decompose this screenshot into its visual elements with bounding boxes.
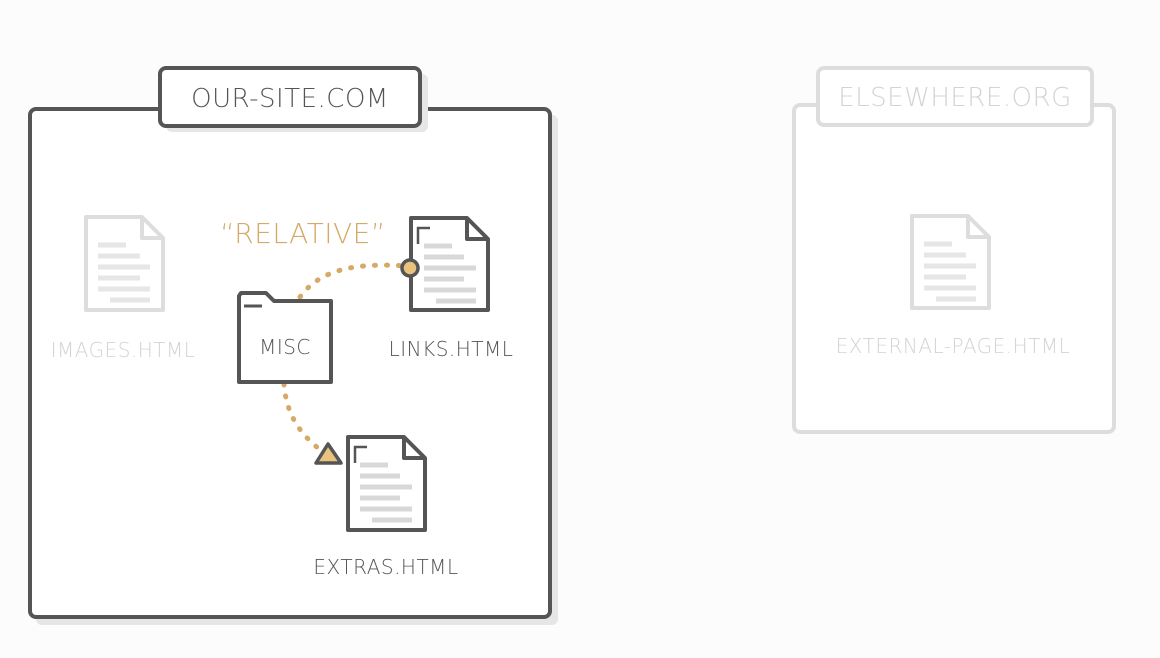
misc-folder-label: MISC [259,335,311,359]
local-site-domain-label: OUR-SITE.COM [191,84,389,114]
relative-link-path-to-extras [281,381,321,451]
extras-html-doc-icon [346,435,427,532]
local-site-domain-tab: OUR-SITE.COM [158,66,428,132]
link-origin-marker [400,258,420,278]
relative-link-path-to-links [297,262,409,300]
links-html-label: LINKS.HTML [389,337,514,361]
relative-link-label: “RELATIVE” [220,217,386,250]
images-html-label: IMAGES.HTML [51,338,196,362]
external-site-domain-label: ELSEWHERE.ORG [838,83,1071,113]
external-page-html-doc-icon [910,214,991,310]
images-html-doc-icon [84,215,165,312]
links-html-doc-icon [409,216,490,312]
extras-html-label: EXTRAS.HTML [313,555,458,579]
external-page-html-label: EXTERNAL-PAGE.HTML [836,334,1071,358]
external-site-domain-tab: ELSEWHERE.ORG [816,66,1094,127]
misc-folder-icon: MISC [237,291,333,384]
link-target-arrow-marker [314,442,343,465]
